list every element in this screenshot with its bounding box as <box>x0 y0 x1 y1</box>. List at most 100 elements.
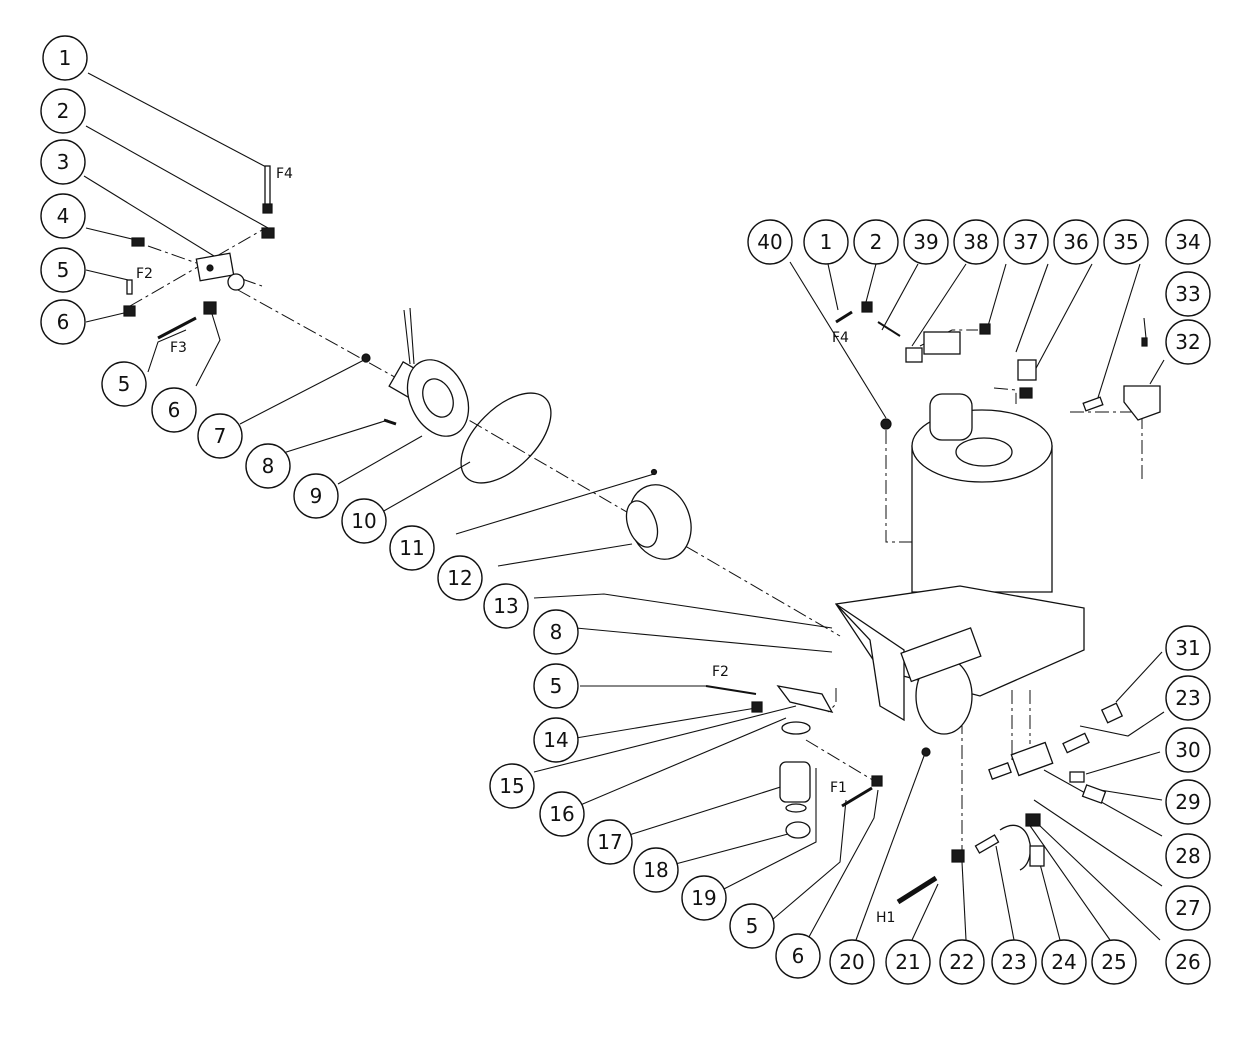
svg-text:34: 34 <box>1175 230 1200 254</box>
o-ring-18 <box>785 803 807 813</box>
tube-f1 <box>841 786 873 808</box>
fitting-29 <box>1081 784 1107 804</box>
callout-f2-mid: F2 <box>712 664 729 680</box>
washer-14 <box>751 701 763 713</box>
svg-text:16: 16 <box>549 802 574 826</box>
svg-text:1: 1 <box>59 46 72 70</box>
svg-text:5: 5 <box>550 674 563 698</box>
callout-f4-top: F4 <box>276 166 293 182</box>
svg-text:19: 19 <box>691 886 716 910</box>
callout-h1: H1 <box>876 910 895 926</box>
balloon-14: 14 <box>533 717 579 763</box>
svg-text:39: 39 <box>913 230 938 254</box>
svg-text:35: 35 <box>1113 230 1138 254</box>
svg-text:32: 32 <box>1175 330 1200 354</box>
nut-24-25 <box>1029 845 1045 867</box>
connector-38 <box>905 347 923 363</box>
nut-7 <box>361 353 371 363</box>
balloon-20: 20 <box>829 939 875 985</box>
balloon-40: 40 <box>747 219 793 265</box>
balloon-31: 31 <box>1165 625 1211 671</box>
balloon-36: 36 <box>1053 219 1099 265</box>
svg-text:22: 22 <box>949 950 974 974</box>
fitting-31 <box>1100 702 1124 724</box>
svg-text:8: 8 <box>262 454 275 478</box>
svg-text:15: 15 <box>499 774 524 798</box>
svg-text:1: 1 <box>820 230 833 254</box>
balloon-6: 6 <box>775 933 821 979</box>
parts <box>123 165 1161 905</box>
bracket-15 <box>776 685 834 713</box>
svg-text:26: 26 <box>1175 950 1200 974</box>
balloon-38: 38 <box>953 219 999 265</box>
balloon-37: 37 <box>1003 219 1049 265</box>
balloon-39: 39 <box>903 219 949 265</box>
part-37 <box>979 323 991 335</box>
svg-text:2: 2 <box>57 99 70 123</box>
callout-f3: F3 <box>170 340 187 356</box>
fitting-2-right <box>861 301 873 313</box>
air-intake <box>929 393 973 441</box>
svg-text:12: 12 <box>447 566 472 590</box>
electrode-39 <box>877 321 901 337</box>
balloon-13: 13 <box>483 583 529 629</box>
tube-23-lower <box>974 834 1000 854</box>
plug-20 <box>921 747 931 757</box>
balloon-22: 22 <box>939 939 985 985</box>
balloon-23: 23 <box>1165 675 1211 721</box>
balloon-16: 16 <box>539 791 585 837</box>
svg-text:36: 36 <box>1063 230 1088 254</box>
screw-8-top <box>383 418 397 426</box>
nozzle-h1 <box>896 875 938 905</box>
balloon-7: 7 <box>197 413 243 459</box>
balloon-24: 24 <box>1041 939 1087 985</box>
balloon-18: 18 <box>633 847 679 893</box>
balloon-32: 32 <box>1165 319 1211 365</box>
svg-text:2: 2 <box>870 230 883 254</box>
svg-text:18: 18 <box>643 858 668 882</box>
balloon-4: 4 <box>40 193 86 239</box>
filter-bowl-19 <box>785 821 811 839</box>
balloon-33: 33 <box>1165 271 1211 317</box>
svg-text:31: 31 <box>1175 636 1200 660</box>
balloon-19: 19 <box>681 875 727 921</box>
gasket-10 <box>460 392 552 484</box>
balloon-set: 1 2 3 4 5 6 5 6 7 8 9 10 11 12 13 8 5 14… <box>40 35 1211 985</box>
svg-text:6: 6 <box>57 310 70 334</box>
bolt-f2-mid <box>705 685 757 695</box>
balloon-27: 27 <box>1165 885 1211 931</box>
balloon-5: 5 <box>533 663 579 709</box>
filter-cap-16 <box>781 721 811 735</box>
balloon-35: 35 <box>1103 219 1149 265</box>
balloon-3: 3 <box>40 139 86 185</box>
balloon-12: 12 <box>437 555 483 601</box>
balloon-2: 2 <box>40 88 86 134</box>
grommet-35 <box>1019 387 1033 399</box>
balloon-17: 17 <box>587 819 633 865</box>
svg-text:21: 21 <box>895 950 920 974</box>
balloon-26: 26 <box>1165 939 1211 985</box>
svg-text:37: 37 <box>1013 230 1038 254</box>
balloon-34: 34 <box>1165 219 1211 265</box>
svg-text:24: 24 <box>1051 950 1076 974</box>
balloon-5: 5 <box>729 903 775 949</box>
leader-lines <box>83 72 1165 947</box>
blower-wheel <box>625 484 692 560</box>
connector <box>988 762 1012 780</box>
fitting-2-top <box>261 227 275 239</box>
bolt-f4-right <box>835 310 853 324</box>
fitting-6-right <box>871 775 883 787</box>
svg-text:3: 3 <box>57 150 70 174</box>
elbow-27 <box>1025 813 1041 827</box>
elbow-22 <box>951 849 965 863</box>
svg-text:5: 5 <box>746 914 759 938</box>
svg-text:5: 5 <box>57 258 70 282</box>
svg-text:30: 30 <box>1175 738 1200 762</box>
screw-33 <box>1141 337 1148 347</box>
svg-text:11: 11 <box>399 536 424 560</box>
balloon-15: 15 <box>489 763 535 809</box>
oil-pump <box>195 252 245 291</box>
burner-housing <box>834 393 1085 735</box>
svg-text:40: 40 <box>757 230 782 254</box>
